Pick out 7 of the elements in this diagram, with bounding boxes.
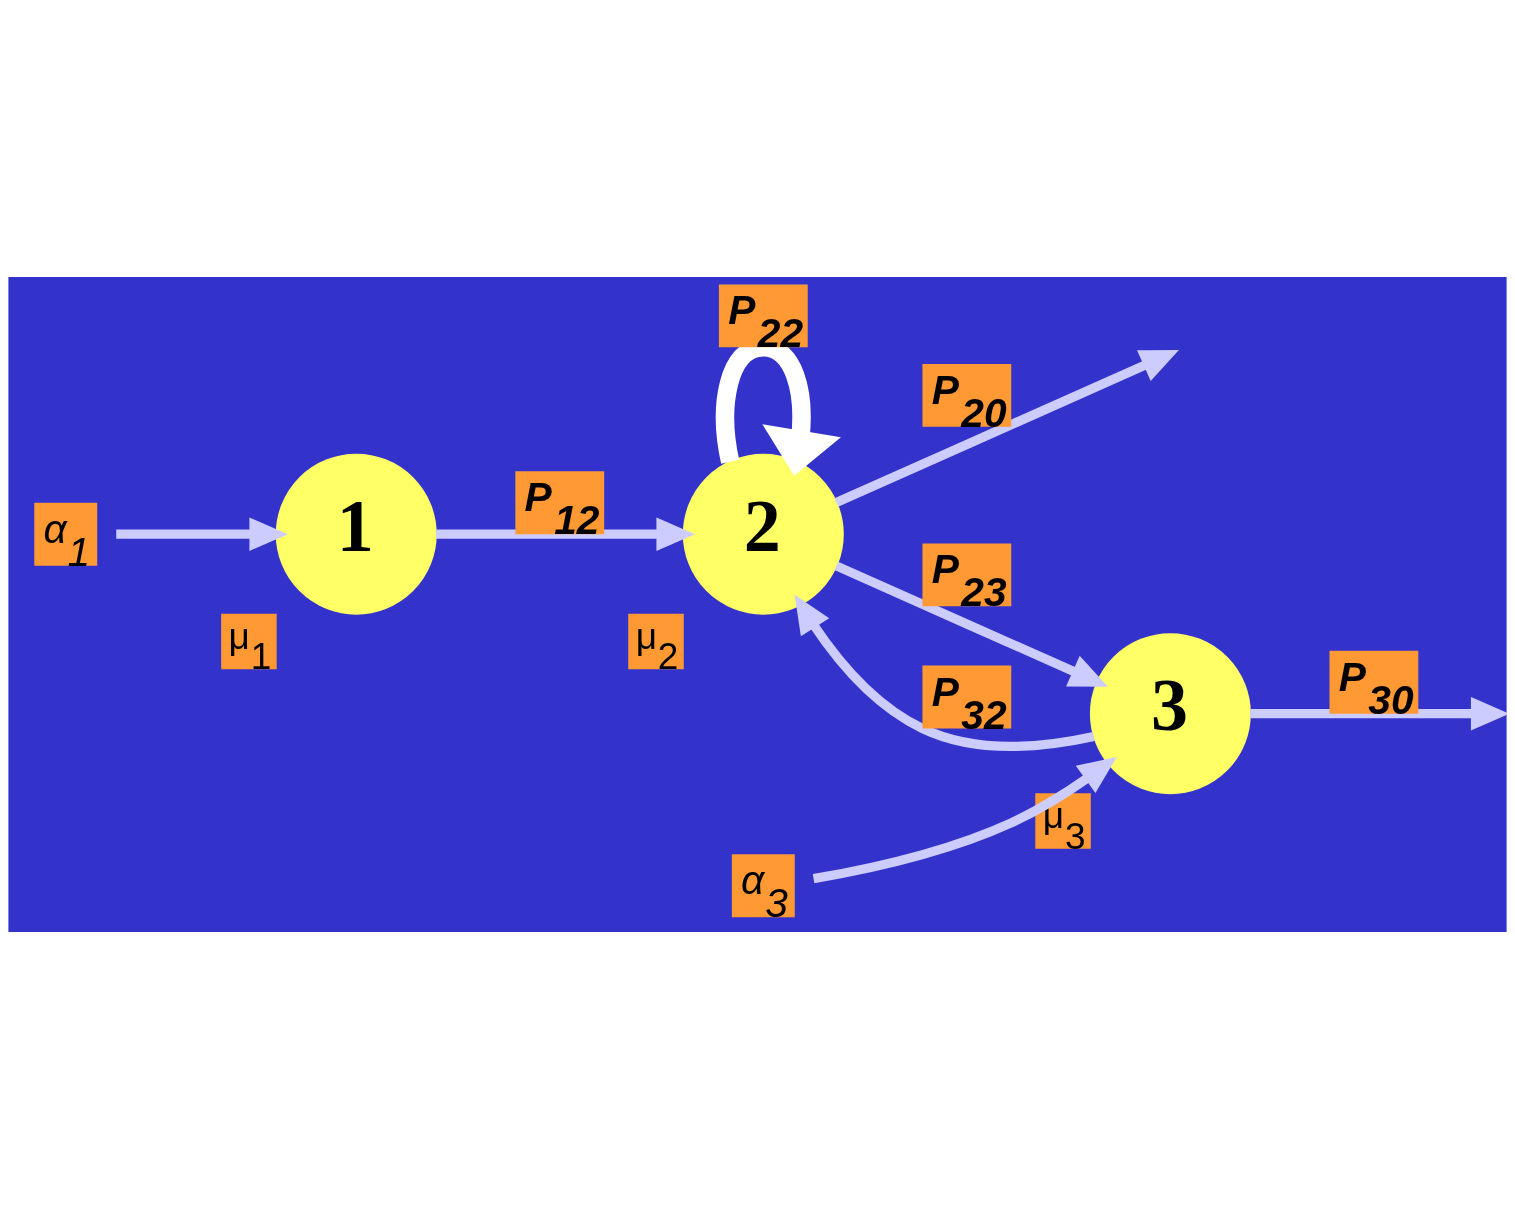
- arrow: [812, 756, 1117, 883]
- arrow: [834, 349, 1179, 507]
- arrow: [435, 516, 695, 551]
- arrow: [834, 561, 1108, 687]
- arrow: [116, 516, 288, 551]
- arrow: [794, 594, 1095, 751]
- arrow: [1250, 696, 1507, 730]
